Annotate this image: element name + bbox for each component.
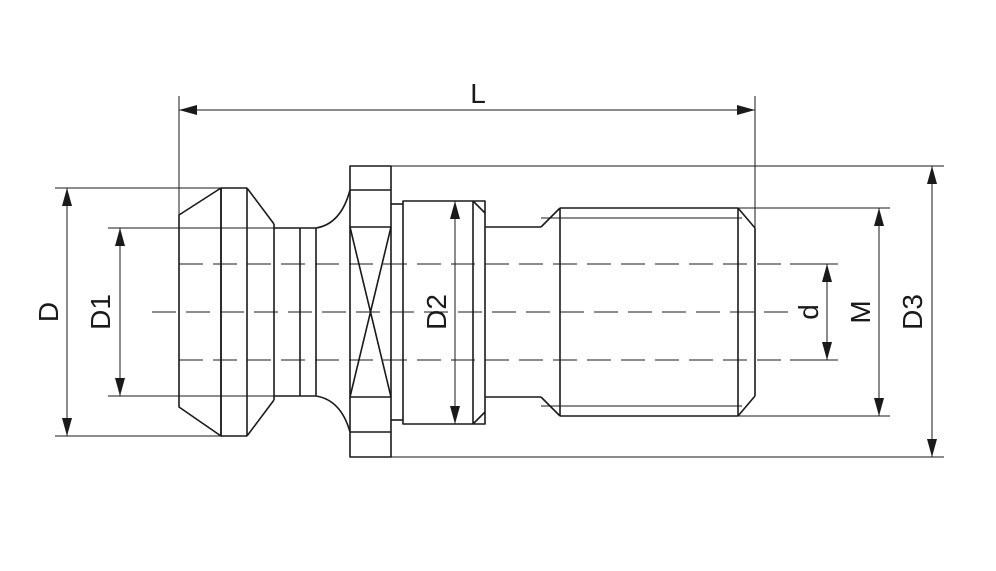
dimension-M bbox=[874, 208, 884, 416]
label-D3: D3 bbox=[897, 294, 928, 330]
label-M: M bbox=[845, 300, 876, 323]
label-D2: D2 bbox=[421, 294, 452, 330]
label-D: D bbox=[33, 302, 64, 322]
dimension-D1 bbox=[115, 228, 125, 396]
dimension-L bbox=[179, 105, 755, 115]
extension-lines bbox=[55, 96, 944, 458]
hidden-lines bbox=[152, 263, 790, 361]
dimension-D2 bbox=[450, 201, 460, 424]
part-outline bbox=[178, 165, 756, 458]
dimension-D3 bbox=[927, 166, 937, 457]
label-L: L bbox=[470, 78, 486, 109]
dimension-d bbox=[822, 264, 832, 360]
label-d: d bbox=[793, 304, 824, 320]
dimension-D bbox=[62, 188, 72, 436]
label-D1: D1 bbox=[85, 294, 116, 330]
